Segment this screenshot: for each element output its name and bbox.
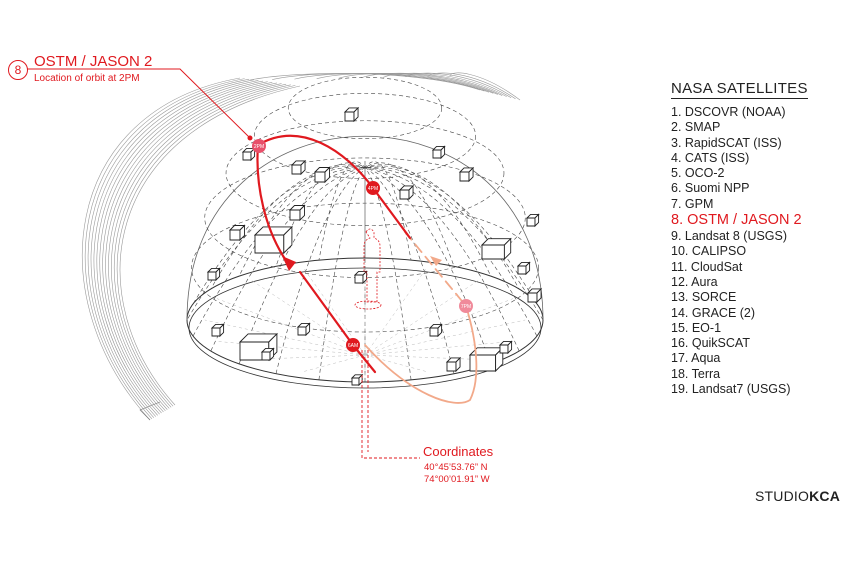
- legend-item: 8. OSTM / JASON 2: [671, 212, 802, 229]
- human-figure: [354, 228, 382, 310]
- legend-item: 9. Landsat 8 (USGS): [671, 229, 788, 244]
- orbit-marker-label: 7PM: [461, 304, 471, 310]
- satellite-cube-icon: [288, 204, 306, 222]
- orbit-marker-2pm: 2PM: [252, 139, 266, 153]
- satellite-cube-icon: [290, 159, 307, 176]
- legend-item: 5. OCO-2: [671, 166, 725, 181]
- satellite-cubes: [206, 106, 543, 387]
- legend-item: 12. Aura: [671, 274, 718, 289]
- satellite-cube-icon: [206, 267, 221, 282]
- legend-item: 3. RapidSCAT (ISS): [671, 135, 782, 150]
- orbit-markers: 2PM 4PM 7PM 6AM: [252, 139, 473, 352]
- orbit-marker-6am: 6AM: [346, 338, 360, 352]
- satellite-cube-icon: [431, 145, 446, 160]
- legend-item: 17. Aqua: [671, 351, 721, 366]
- legend-item: 18. Terra: [671, 366, 721, 381]
- logo-bold: KCA: [809, 488, 841, 504]
- legend-item: 13. SORCE: [671, 290, 737, 305]
- legend-item: 16. QuikSCAT: [671, 336, 750, 351]
- studio-logo: STUDIOKCA: [755, 488, 840, 504]
- orbit-marker-label: 6AM: [348, 343, 358, 349]
- orbit-marker-label: 4PM: [368, 186, 378, 192]
- orbit-marker-7pm: 7PM: [459, 299, 473, 313]
- coordinates-longitude: 74°00’01.91” W: [424, 474, 490, 485]
- satellite-cube-icon: [350, 373, 364, 387]
- legend-item: 6. Suomi NPP: [671, 181, 750, 196]
- legend-item: 2. SMAP: [671, 120, 721, 135]
- orbit-direction-arrow: [282, 256, 296, 271]
- satellite-cube-icon: [445, 356, 462, 373]
- satellite-cube-icon: [498, 340, 513, 355]
- legend-item: 14. GRACE (2): [671, 305, 756, 320]
- satellite-cube-icon: [516, 261, 531, 276]
- orbit-marker-label: 2PM: [254, 144, 264, 150]
- satellite-cube-icon: [241, 147, 256, 162]
- satellite-cube-icon: [525, 213, 540, 228]
- satellite-cube-icon: [296, 322, 311, 337]
- satellite-cube-icon: [480, 237, 512, 261]
- legend-item: 4. CATS (ISS): [671, 150, 750, 165]
- satellite-cube-icon: [228, 224, 246, 242]
- satellite-cube-icon: [458, 166, 475, 183]
- legend-item: 7. GPM: [671, 196, 714, 211]
- legend-item: 10. CALIPSO: [671, 244, 747, 259]
- legend-title: NASA SATELLITES: [671, 80, 808, 99]
- coordinates-latitude: 40°45’53.76” N: [424, 462, 488, 473]
- orbit-path: [256, 134, 478, 404]
- satellite-cube-icon: [313, 166, 331, 184]
- satellite-cube-icon: [210, 323, 225, 338]
- satellite-cube-icon: [353, 270, 368, 285]
- satellite-cube-icon: [343, 106, 360, 123]
- satellite-cube-icon: [253, 225, 293, 255]
- legend-item: 11. CloudSat: [671, 259, 743, 274]
- legend-item: 19. Landsat7 (USGS): [671, 382, 791, 397]
- satellite-cube-icon: [398, 184, 415, 201]
- outer-shell-ribbon: [82, 72, 521, 421]
- legend-item: 1. DSCOVR (NOAA): [671, 105, 786, 119]
- satellite-cube-icon: [526, 287, 543, 304]
- callout-subtitle: Location of orbit at 2PM: [34, 73, 140, 84]
- coordinates-leader-line: [361, 350, 420, 459]
- callout-leader-line: [27, 68, 253, 141]
- logo-light: STUDIO: [755, 488, 810, 504]
- coordinates-title: Coordinates: [423, 444, 494, 459]
- satellite-cube-icon: [260, 347, 275, 362]
- callout-number-badge: 8: [8, 60, 28, 80]
- satellite-cube-icon: [428, 323, 443, 338]
- orbit-marker-4pm: 4PM: [366, 181, 380, 195]
- legend-item: 15. EO-1: [671, 320, 722, 335]
- callout-title: OSTM / JASON 2: [34, 53, 153, 70]
